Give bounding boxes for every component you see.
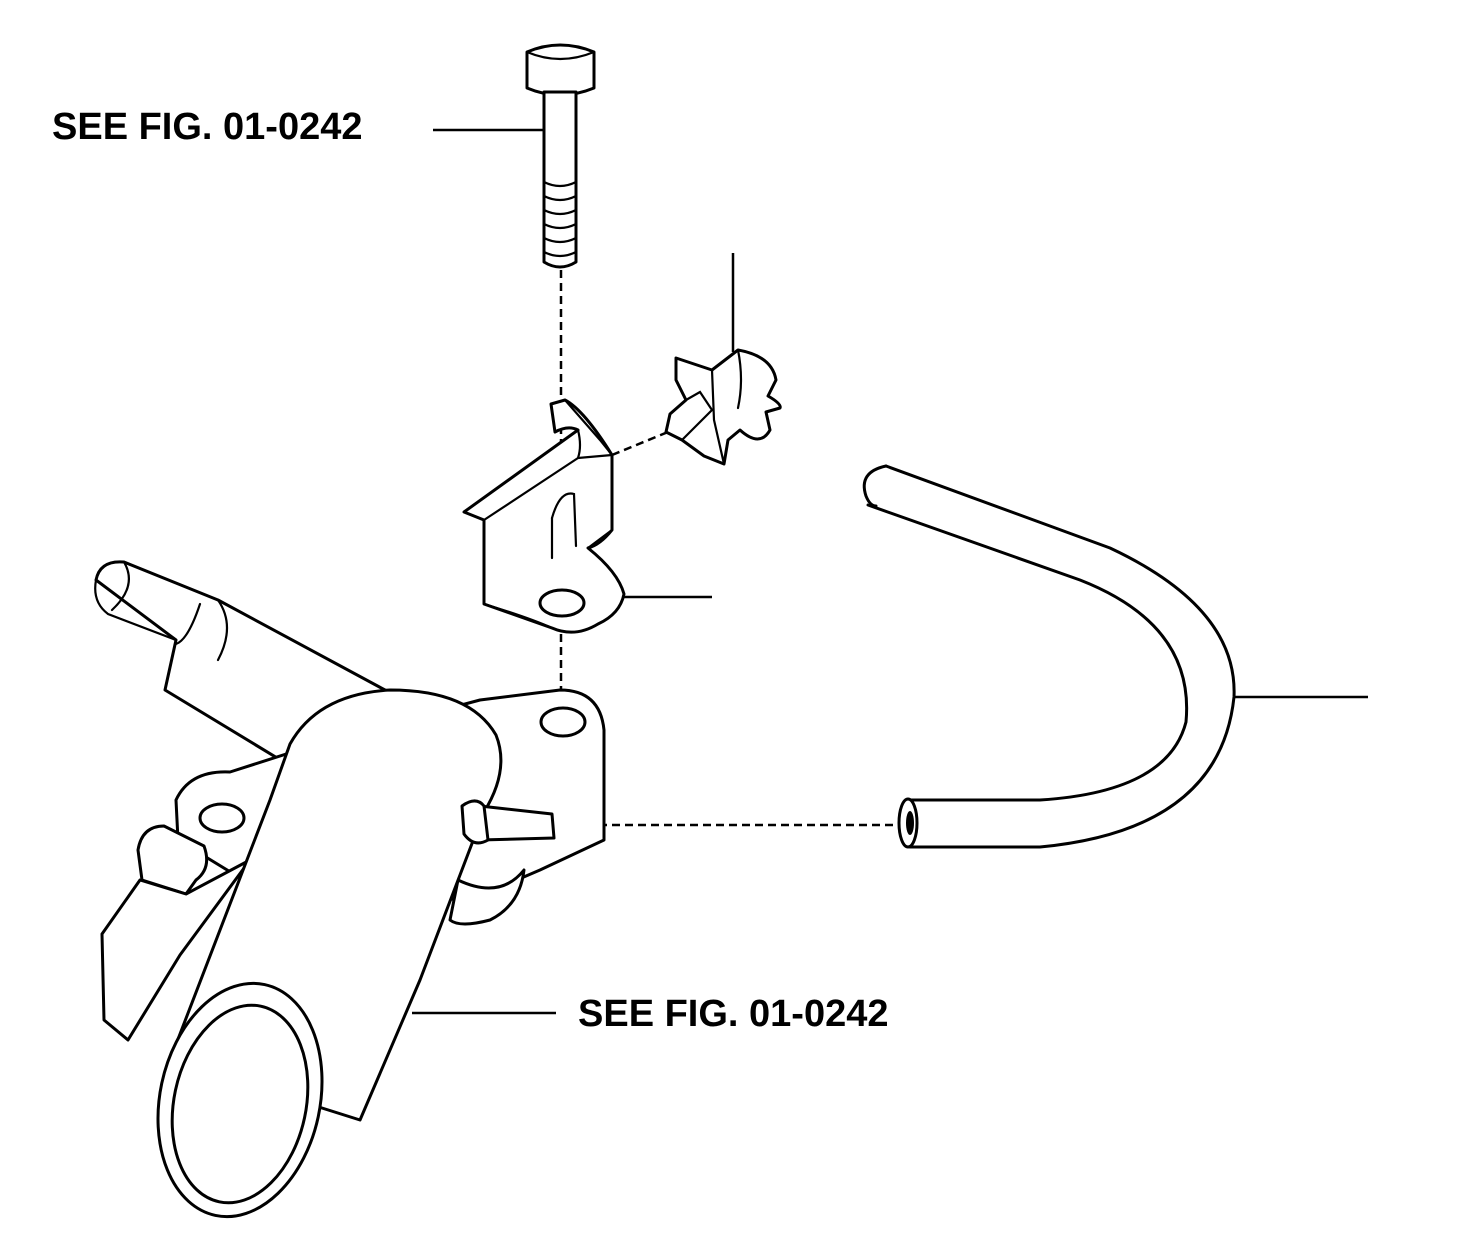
hose-end-cap	[862, 464, 888, 508]
housing-lower-fin	[448, 868, 526, 926]
hose-part	[862, 464, 1236, 849]
bolt-head	[525, 43, 596, 97]
bracket-hole	[538, 588, 586, 618]
housing-left-body	[100, 858, 252, 1042]
housing-side-hole	[198, 802, 246, 834]
housing-mount-hole	[539, 706, 587, 738]
hose-clip-part	[664, 348, 782, 466]
housing-nipple-collar	[460, 799, 490, 845]
hose-inner-edge	[884, 464, 1236, 849]
clip-bracket-dashed-line	[611, 430, 669, 457]
clip-body	[664, 348, 782, 466]
bolt-part	[525, 43, 596, 269]
bolt-threads	[542, 180, 578, 258]
housing-outlet-ring	[156, 981, 324, 1219]
hose-outer-edge	[866, 503, 1189, 802]
bracket-part	[462, 398, 626, 634]
housing-lug	[136, 824, 209, 896]
see-figure-callout-bottom: SEE FIG. 01-0242	[578, 993, 889, 1035]
leader-lines	[412, 128, 1368, 1015]
thermostat-housing-part	[94, 560, 606, 1219]
bolt-shank	[542, 90, 578, 269]
housing-outlet-inner	[170, 1003, 310, 1205]
see-figure-callout-top: SEE FIG. 01-0242	[52, 106, 363, 148]
